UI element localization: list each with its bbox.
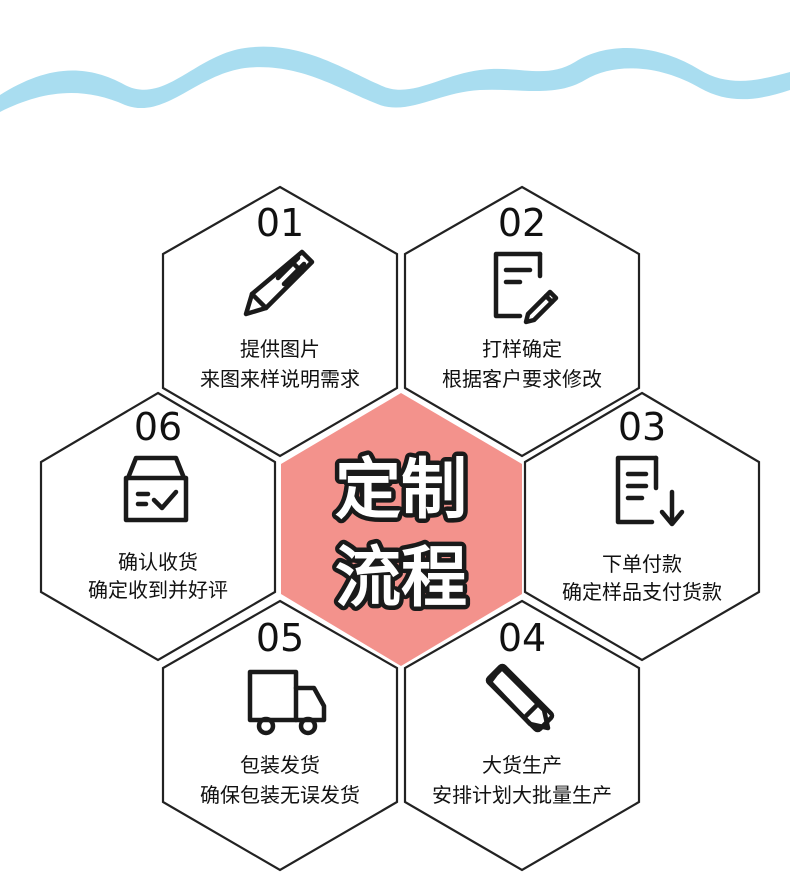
- step-title: 确认收货: [118, 550, 198, 574]
- document-edit-icon: [493, 251, 559, 325]
- center-hexagon: 定制 流程: [281, 393, 522, 666]
- step-number: 02: [498, 201, 546, 245]
- pencil-icon: [243, 249, 315, 317]
- step-description: 来图来样说明需求: [200, 367, 360, 391]
- step-05: 05 包装发货 确保包装无误发货: [161, 599, 399, 872]
- step-number: 05: [256, 616, 304, 660]
- wave-decoration: [0, 46, 790, 112]
- step-description: 确定收到并好评: [88, 578, 228, 602]
- step-02: 02 打样确定 根据客户要求修改: [403, 185, 641, 458]
- truck-icon: [247, 669, 327, 736]
- step-title: 打样确定: [482, 337, 562, 361]
- step-title: 大货生产: [482, 753, 562, 777]
- step-03: 03 下单付款 确定样品支付货款: [523, 391, 761, 662]
- step-number: 01: [256, 201, 304, 245]
- pencil-ruler-icon: [485, 663, 555, 733]
- step-title: 下单付款: [602, 552, 682, 576]
- step-title: 包装发货: [240, 753, 320, 777]
- wave-shape: [0, 46, 790, 112]
- step-description: 根据客户要求修改: [442, 367, 602, 391]
- step-number: 03: [618, 405, 666, 449]
- step-description: 确保包装无误发货: [200, 783, 360, 807]
- step-description: 安排计划大批量生产: [432, 783, 612, 807]
- step-description: 确定样品支付货款: [562, 580, 722, 604]
- step-06: 06 确认收货 确定收到并好评: [39, 391, 277, 662]
- step-number: 04: [498, 616, 546, 660]
- center-title-line2: 流程: [335, 539, 467, 616]
- step-title: 提供图片: [240, 337, 320, 361]
- box-check-icon: [123, 455, 189, 523]
- document-download-icon: [615, 455, 685, 527]
- step-number: 06: [134, 405, 182, 449]
- center-title-line1: 定制: [335, 451, 467, 528]
- step-01: 01 提供图片 来图来样说明需求: [161, 185, 399, 458]
- step-04: 04 大货生产 安排计划大批量生产: [403, 599, 641, 872]
